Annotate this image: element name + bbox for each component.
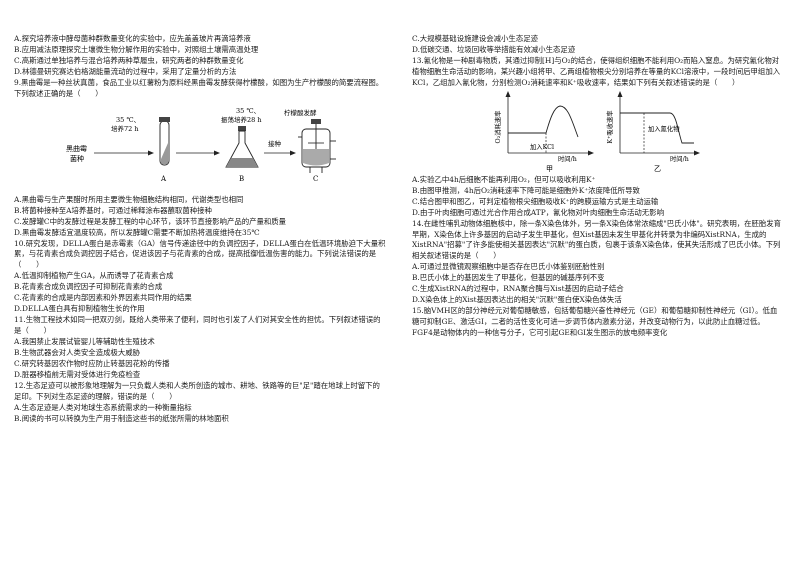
arrow-head: [290, 150, 296, 156]
option-line: C.花青素的合成是内部因素和外界因素共同作用的结果: [14, 293, 192, 303]
condition-a-2: 培养72 h: [111, 124, 139, 133]
graphs-svg: O₂消耗速率 加入KCl 时间/h 甲 K⁺吸收速率 加入氰化物 时间/h 乙: [493, 90, 700, 173]
label-c: C: [313, 175, 318, 183]
option-line: A.实验乙中4h后细胞不能再利用O₂，但可以吸收利用K⁺: [412, 174, 596, 184]
condition-a-1: 35 ℃、: [116, 116, 140, 124]
arrow-head: [148, 150, 154, 156]
option-line: B.由图甲推测，4h后O₂消耗速率下降可能是细胞外K⁺浓度降低所导致: [412, 185, 640, 195]
question-11-stem: 11.生物工程技术如同一把双刃剑，既给人类带来了便利，同时也引发了人们对其安全性…: [14, 315, 381, 336]
arrow-head: [214, 150, 220, 156]
question-10-stem: 10.研究发现，DELLA蛋白是赤霉素（GA）信号传递途径中的负调控因子，DEL…: [14, 238, 386, 270]
citric-acid-flow-diagram: 黑曲霉 菌种 35 ℃、 培养72 h A 35 ℃、 振荡培养28 h: [14, 101, 386, 193]
option-line: A.探究培养液中酵母菌种群数量变化的实验中，应先盖盖玻片再滴培养液: [14, 34, 251, 43]
graph-jia: [505, 90, 594, 156]
label-b: B: [239, 175, 244, 183]
cyanide-experiment-graphs: O₂消耗速率 加入KCl 时间/h 甲 K⁺吸收速率 加入氰化物 时间/h 乙: [412, 90, 784, 173]
option-line: D.脏器移植前无需对受体进行免疫检查: [14, 369, 141, 379]
option-line: D.X染色体上的Xist基因表达出的相关"沉默"蛋白使X染色体失活: [412, 295, 622, 305]
left-column: A.探究培养液中酵母菌种群数量变化的实验中，应先盖盖玻片再滴培养液 B.应用减法…: [14, 34, 386, 425]
option-line: C.发酵罐C中的发酵过程是发酵工程的中心环节，该环节直接影响产品的产量和质量: [14, 216, 287, 226]
option-line: A.低温抑制植物产生GA，从而诱导了花青素合成: [14, 271, 174, 281]
question-13-stem: 13.氰化物是一种剧毒物质，其通过抑制[H]与O₂的结合，使得组织细胞不能利用O…: [412, 55, 781, 87]
flow-diagram-svg: 黑曲霉 菌种 35 ℃、 培养72 h A 35 ℃、 振荡培养28 h: [66, 107, 336, 183]
jia-caption: 甲: [546, 165, 553, 173]
strain-label-1: 黑曲霉: [66, 144, 87, 153]
option-line: B.生物武器会对人类安全造成极大威胁: [14, 348, 141, 358]
option-line: C.研究转基因农作物时应防止转基因花粉的传播: [14, 359, 170, 369]
fermenter-label: 柠檬酸发酵: [284, 108, 317, 117]
yi-add-label: 加入氰化物: [648, 124, 679, 133]
option-line: D.黑曲霉发酵适宜温度较高，所以发酵罐C需要不断加热将温度维持在35℃: [14, 227, 260, 237]
slant-tube-icon: [159, 116, 170, 166]
fermenter-tank-icon: [298, 118, 336, 173]
yi-ylabel: K⁺吸收速率: [605, 110, 614, 143]
option-line: B.巴氏小体上的基因发生了甲基化，但基因的碱基序列不变: [412, 273, 605, 283]
option-line: B.阅读的书可以转换为生产用于制造这些书的纸张所需的林地面积: [14, 413, 229, 423]
right-column: C.大规模基础设施建设会减小生态足迹 D.低碳交通、垃圾回收等举措能有效减小生态…: [412, 34, 784, 339]
option-line: C.生成XistRNA的过程中，RNA聚合酶与Xist基因的启动子结合: [412, 284, 624, 294]
jia-xlabel: 时间/h: [558, 154, 577, 163]
option-line: A.黑曲霉与生产果醋时所用主要微生物细胞结构相同，代谢类型也相同: [14, 194, 244, 204]
option-line: D.由于叶肉细胞可通过光合作用合成ATP，氰化物对叶肉细胞生命活动无影响: [412, 207, 664, 217]
option-line: C.大规模基础设施建设会减小生态足迹: [412, 34, 538, 43]
option-line: B.花青素合成负调控因子可抑制花青素的合成: [14, 282, 163, 292]
option-line: C.结合图甲和图乙，可判定植物根尖细胞吸收K⁺的跨膜运输方式是主动运输: [412, 196, 659, 206]
question-15-stem: 15.脑VMH区的部分神经元对葡萄糖敏感，包括葡萄糖兴奋性神经元（GE）和葡萄糖…: [412, 306, 778, 338]
graph-yi: [617, 90, 700, 156]
option-line: A.可通过显微镜观察细胞中是否存在巴氏小体鉴别胚胎性别: [412, 262, 605, 272]
option-line: B.将菌种接种至A培养基时，可通过稀释涂布器蘸取菌种接种: [14, 205, 212, 215]
yi-caption: 乙: [654, 165, 661, 173]
option-line: A.生态足迹是人类对地球生态系统需求的一种衡量指标: [14, 402, 192, 412]
condition-b-1: 35 ℃、: [236, 107, 260, 115]
jia-ylabel: O₂消耗速率: [493, 110, 502, 143]
inoculate-label: 接种: [268, 139, 282, 148]
strain-label-2: 菌种: [70, 154, 84, 163]
label-a: A: [160, 175, 167, 183]
question-12-stem: 12.生态足迹可以被形象地理解为一只负载人类和人类所创造的城市、耕地、铁路等的巨…: [14, 380, 380, 401]
option-line: D.DELLA蛋白具有抑制植物生长的作用: [14, 304, 145, 314]
question-9-stem: 9.黑曲霉是一种丝状真菌，食品工业以红薯粉为原料经黑曲霉发酵获得柠檬酸，如图为生…: [14, 77, 384, 98]
yi-xlabel: 时间/h: [670, 154, 689, 163]
question-14-stem: 14.在雌性哺乳动物体细胞核中，除一条X染色体外，另一条X染色体常浓缩成"巴氏小…: [412, 218, 782, 261]
condition-b-2: 振荡培养28 h: [221, 115, 262, 124]
jia-add-label: 加入KCl: [530, 142, 554, 151]
option-line: A.我国禁止发展试管婴儿等辅助性生殖技术: [14, 337, 155, 347]
option-line: D.低碳交通、垃圾回收等举措能有效减小生态足迹: [412, 44, 576, 54]
option-line: D.林德曼研究赛达伯格湖能量流动的过程中，采用了定量分析的方法: [14, 66, 237, 76]
option-line: B.应用减法原理探究土壤微生物分解作用的实验中，对照组土壤需高温处理: [14, 44, 259, 54]
option-line: C.高斯通过单独培养与混合培养两种草履虫，研究两者的种群数量变化: [14, 55, 244, 65]
conical-flask-icon: [225, 125, 259, 168]
